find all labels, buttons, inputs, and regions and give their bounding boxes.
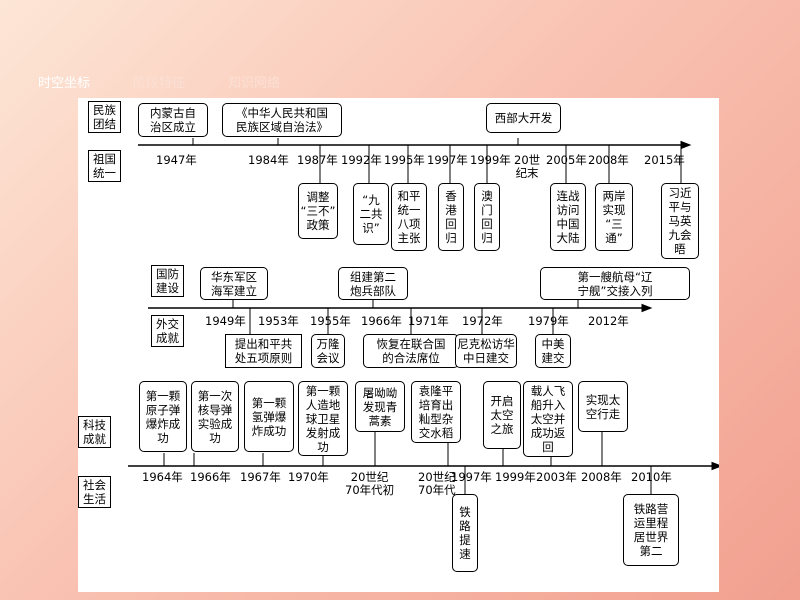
year-label: 1999年	[470, 153, 511, 167]
event-box: 调整 “三不” 政策	[298, 183, 338, 239]
event-box: 开启 太空 之旅	[483, 381, 521, 449]
event-box: 和平 统一 八项 主张	[391, 183, 427, 251]
year-label: 1999年	[495, 470, 536, 484]
event-box: 实现太 空行走	[578, 381, 628, 432]
timeline-lines	[128, 138, 719, 494]
year-label: 1964年	[142, 470, 183, 484]
event-box: 连战 访问 中国 大陆	[550, 183, 586, 251]
year-label: 1949年	[205, 314, 246, 328]
year-label: 1953年	[258, 314, 299, 328]
year-label: 2008年	[581, 470, 622, 484]
event-box: 铁路营 运里程 居世界 第二	[623, 494, 679, 566]
event-box: 万隆 会议	[311, 334, 345, 368]
year-label: 2015年	[644, 153, 685, 167]
year-label: 1947年	[156, 153, 197, 167]
event-box: 组建第二 炮兵部队	[338, 267, 408, 300]
event-box: 香 港 回 归	[438, 183, 464, 251]
tab-time-space[interactable]: 时空坐标	[38, 76, 91, 91]
event-box: 第一颗 原子弹 爆炸成 功	[139, 381, 187, 452]
year-label: 2008年	[588, 153, 629, 167]
event-box: 澳 门 回 归	[474, 183, 500, 251]
year-label: 1997年	[427, 153, 468, 167]
year-label: 2010年	[631, 470, 672, 484]
year-label: 1987年	[297, 153, 338, 167]
tab-knowledge-network[interactable]: 知识网络	[228, 76, 281, 91]
event-box: 尼克松访华 中日建交	[455, 334, 517, 368]
year-label: 1970年	[288, 470, 329, 484]
tab-stage-features[interactable]: 阶段特征	[133, 76, 186, 91]
year-label: 1997年	[451, 470, 492, 484]
section-defense: 国防 建设	[151, 265, 184, 297]
event-box: 习近 平与 马英 九会 晤	[661, 183, 699, 259]
year-label: 1995年	[384, 153, 425, 167]
year-label: 1966年	[361, 314, 402, 328]
event-box: 铁 路 提 速	[452, 494, 478, 572]
event-box: 第一颗 人造地 球卫星 发射成 功	[298, 381, 348, 456]
event-box: 第一次 核导弹 实验成 功	[191, 381, 239, 452]
year-label: 20世纪 70年代	[418, 470, 456, 497]
year-label: 1955年	[310, 314, 351, 328]
event-box: 华东军区 海军建立	[200, 267, 268, 300]
year-label: 2003年	[536, 470, 577, 484]
year-label: 1967年	[240, 470, 281, 484]
section-science: 科技 成就	[78, 416, 111, 448]
event-box: 中美 建交	[535, 334, 571, 368]
event-box: 屠呦呦 发现青 蒿素	[355, 381, 405, 432]
year-label: 20世 纪末	[514, 153, 541, 180]
year-label: 1972年	[462, 314, 503, 328]
event-box: 提出和平共 处五项原则	[225, 334, 302, 368]
event-box: 载人飞 船升入 太空并 成功返 回	[523, 381, 573, 457]
event-box: “九 二共 识”	[353, 183, 389, 245]
year-label: 1979年	[528, 314, 569, 328]
event-box: 第一艘航母“辽 宁舰”交接入列	[540, 267, 690, 300]
section-society: 社会 生活	[78, 476, 111, 508]
event-box: 《中华人民共和国 民族区域自治法》	[222, 103, 342, 137]
section-ethnic-unity: 民族 团结	[88, 101, 121, 133]
timeline-panel: 民族 团结 祖国 统一 国防 建设 外交 成就 科技 成就 社会 生活 内蒙古自…	[78, 98, 719, 592]
year-label: 2005年	[546, 153, 587, 167]
year-label: 1966年	[190, 470, 231, 484]
event-box: 第一颗 氢弹爆 炸成功	[244, 381, 294, 452]
section-reunification: 祖国 统一	[88, 150, 121, 182]
event-box: 两岸 实现 “三 通”	[595, 183, 633, 251]
year-label: 1971年	[408, 314, 449, 328]
year-label: 1984年	[248, 153, 289, 167]
section-diplomacy: 外交 成就	[151, 315, 184, 347]
event-box: 恢复在联合国 的合法席位	[363, 334, 459, 368]
year-label: 2012年	[588, 314, 629, 328]
event-box: 内蒙古自 治区成立	[138, 103, 208, 137]
event-box: 西部大开发	[486, 103, 561, 133]
year-label: 20世纪 70年代初	[345, 470, 395, 497]
year-label: 1992年	[341, 153, 382, 167]
event-box: 袁隆平 培育出 籼型杂 交水稻	[411, 381, 461, 443]
